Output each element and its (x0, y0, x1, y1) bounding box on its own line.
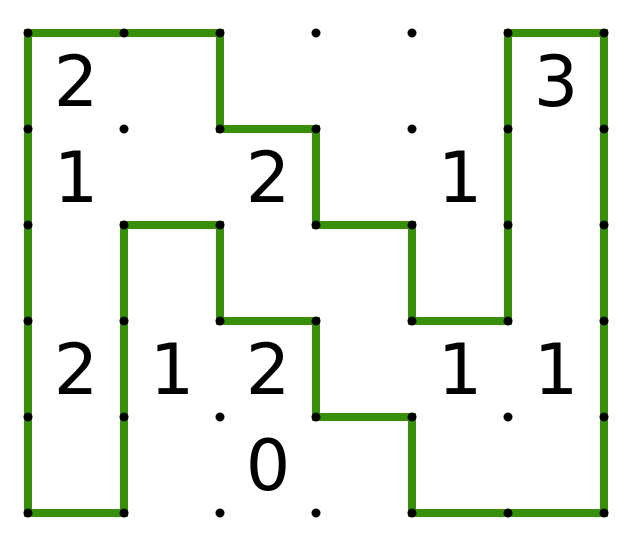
grid-dot (407, 28, 417, 38)
grid-dot (23, 124, 33, 134)
grid-dot (23, 220, 33, 230)
grid-dot (599, 28, 609, 38)
grid-dot (215, 508, 225, 518)
grid-dot (215, 220, 225, 230)
clue-number: 0 (246, 425, 291, 507)
grid-dot (119, 412, 129, 422)
grid-dot (311, 28, 321, 38)
clue-number: 1 (150, 329, 195, 411)
grid-dot (215, 124, 225, 134)
grid-dot (503, 124, 513, 134)
grid-dot (23, 316, 33, 326)
grid-dot (311, 220, 321, 230)
clue-number: 2 (246, 137, 291, 219)
grid-dot (503, 28, 513, 38)
grid-dot (215, 28, 225, 38)
grid-dot (215, 412, 225, 422)
grid-dot (599, 124, 609, 134)
grid-dot (311, 124, 321, 134)
grid-dot (407, 508, 417, 518)
grid-dot (23, 508, 33, 518)
grid-dot (407, 124, 417, 134)
grid-dot (311, 316, 321, 326)
grid-dot (215, 316, 225, 326)
grid-dot (119, 124, 129, 134)
grid-dot (119, 220, 129, 230)
clue-number: 2 (54, 329, 99, 411)
grid-dots (23, 28, 609, 518)
clue-number: 3 (534, 41, 579, 123)
grid-dot (503, 316, 513, 326)
grid-dot (407, 220, 417, 230)
grid-dot (119, 316, 129, 326)
grid-dot (599, 508, 609, 518)
clue-number: 1 (54, 137, 99, 219)
grid-dot (407, 316, 417, 326)
grid-dot (23, 412, 33, 422)
grid-dot (599, 316, 609, 326)
grid-dot (599, 220, 609, 230)
grid-dot (503, 412, 513, 422)
grid-dot (503, 220, 513, 230)
clue-number: 2 (246, 329, 291, 411)
grid-dot (311, 508, 321, 518)
grid-dot (407, 412, 417, 422)
grid-dot (503, 508, 513, 518)
grid-dot (23, 28, 33, 38)
grid-dot (119, 28, 129, 38)
clue-number: 1 (438, 137, 483, 219)
grid-dot (599, 412, 609, 422)
clue-number: 1 (534, 329, 579, 411)
clue-number: 1 (438, 329, 483, 411)
grid-dot (119, 508, 129, 518)
clue-number: 2 (54, 41, 99, 123)
grid-dot (311, 412, 321, 422)
